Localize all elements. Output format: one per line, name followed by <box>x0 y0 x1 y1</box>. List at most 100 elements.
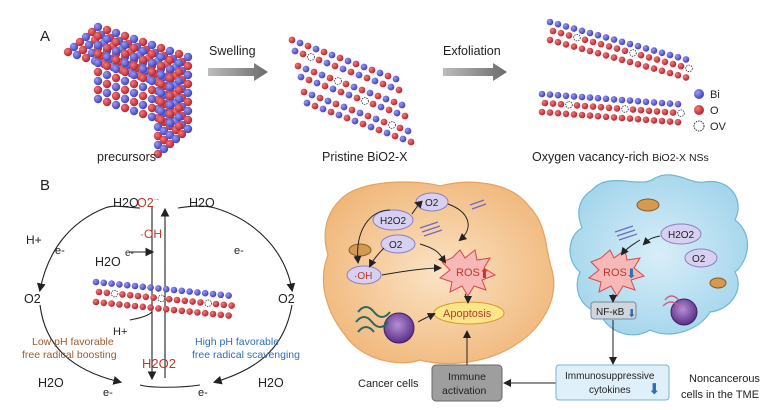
o-atom <box>159 135 169 145</box>
o-atom <box>120 31 130 41</box>
e-minus-right-top: e- <box>234 245 244 257</box>
o-atom <box>93 31 103 41</box>
o-atom <box>183 115 193 125</box>
bi-atom <box>129 34 139 44</box>
bi-atom <box>546 91 554 98</box>
atom-legend: Bi O OV <box>693 89 727 133</box>
central-nanosheet <box>92 278 235 319</box>
bi-atom <box>183 106 193 116</box>
bi-atom <box>312 45 320 53</box>
bi-atom <box>578 93 586 101</box>
bi-atom <box>319 105 327 113</box>
bi-atom <box>138 46 148 56</box>
bi-atom <box>404 127 412 135</box>
bi-atom <box>626 97 634 104</box>
o-atom <box>147 85 157 95</box>
o-atom <box>310 68 318 76</box>
bi-atom <box>201 289 209 297</box>
legend-o-label: O <box>710 105 719 117</box>
vacancy-site <box>629 49 637 57</box>
o-atom <box>589 103 597 110</box>
superoxide-label: O2·- <box>137 195 159 210</box>
bi-atom <box>562 92 570 100</box>
o-atom <box>220 301 228 309</box>
o-atom <box>541 99 549 107</box>
o-atom <box>129 61 139 71</box>
o-atom <box>197 299 204 306</box>
bi-atom <box>345 91 353 99</box>
o-atom <box>174 67 184 77</box>
cancer-cells-label: Cancer cells <box>358 378 419 390</box>
o-atom <box>173 296 181 304</box>
bi-atom <box>554 91 562 99</box>
bi-atom <box>153 122 163 132</box>
o-atom <box>352 60 360 68</box>
bi-atom <box>674 100 682 108</box>
bi-atom <box>351 117 359 125</box>
cancer-ros: ROS <box>456 267 480 279</box>
o-atom <box>87 27 97 37</box>
bi-atom <box>120 94 130 104</box>
bi-atom <box>291 47 299 55</box>
bi-atom <box>392 75 400 83</box>
h-plus-center: H+ <box>113 326 127 338</box>
redox-cycle-arrows <box>36 205 296 388</box>
o-atom <box>294 62 302 70</box>
bi-atom <box>129 52 139 62</box>
o-atom <box>605 104 613 112</box>
vacancy-site <box>307 53 315 61</box>
o-atom <box>610 54 618 61</box>
bi-atom <box>138 82 148 92</box>
bi-atom <box>586 29 594 37</box>
o-atom <box>682 74 690 81</box>
noncancer-label-1: Noncancerous <box>689 373 760 385</box>
h2o-top-right: H2O <box>189 196 215 210</box>
bi-atom <box>111 100 121 110</box>
bi-atom <box>183 88 193 98</box>
bi-atom <box>174 94 184 104</box>
o-atom <box>147 103 157 113</box>
non-o2r-bubble <box>684 248 718 268</box>
nfkb-down-arrow: ⬇ <box>627 308 636 320</box>
bi-atom <box>138 100 148 110</box>
o-atom <box>147 49 157 59</box>
o-atom <box>225 312 232 319</box>
o-atom <box>315 56 323 64</box>
o-atom <box>364 112 372 120</box>
o-atom <box>645 54 653 61</box>
o-atom <box>634 60 642 68</box>
bi-atom <box>634 42 642 50</box>
precursor-crystal-block <box>63 22 193 159</box>
bi-atom <box>92 278 100 286</box>
o-atom <box>147 67 157 77</box>
bi-atom <box>153 140 163 150</box>
cancer-oh-bubble <box>346 265 382 285</box>
o-atom <box>666 69 674 77</box>
o-atom <box>653 108 661 115</box>
o-atom <box>142 293 150 301</box>
o-atom <box>594 112 602 120</box>
nanosheet-bottom <box>538 90 685 126</box>
o-atom <box>390 98 398 106</box>
bi-atom <box>340 103 348 111</box>
o-atom <box>131 302 139 310</box>
o-atom <box>138 91 148 101</box>
o-atom <box>549 100 557 107</box>
e-minus-left-top: e- <box>55 245 65 257</box>
o-atom <box>189 298 196 305</box>
vacancy-site <box>334 77 342 85</box>
o-atom <box>93 49 103 59</box>
bi-atom <box>344 57 352 65</box>
bi-atom <box>120 76 130 86</box>
bi-atom <box>159 144 169 154</box>
o-atom <box>602 52 610 59</box>
o-atom <box>379 80 387 88</box>
bi-atom <box>610 36 618 43</box>
bi-atom <box>399 135 407 143</box>
h-plus-left: H+ <box>26 233 42 247</box>
bi-atom <box>165 100 175 110</box>
o-atom <box>228 302 235 309</box>
o-atom <box>634 115 642 123</box>
o-atom <box>326 74 334 82</box>
